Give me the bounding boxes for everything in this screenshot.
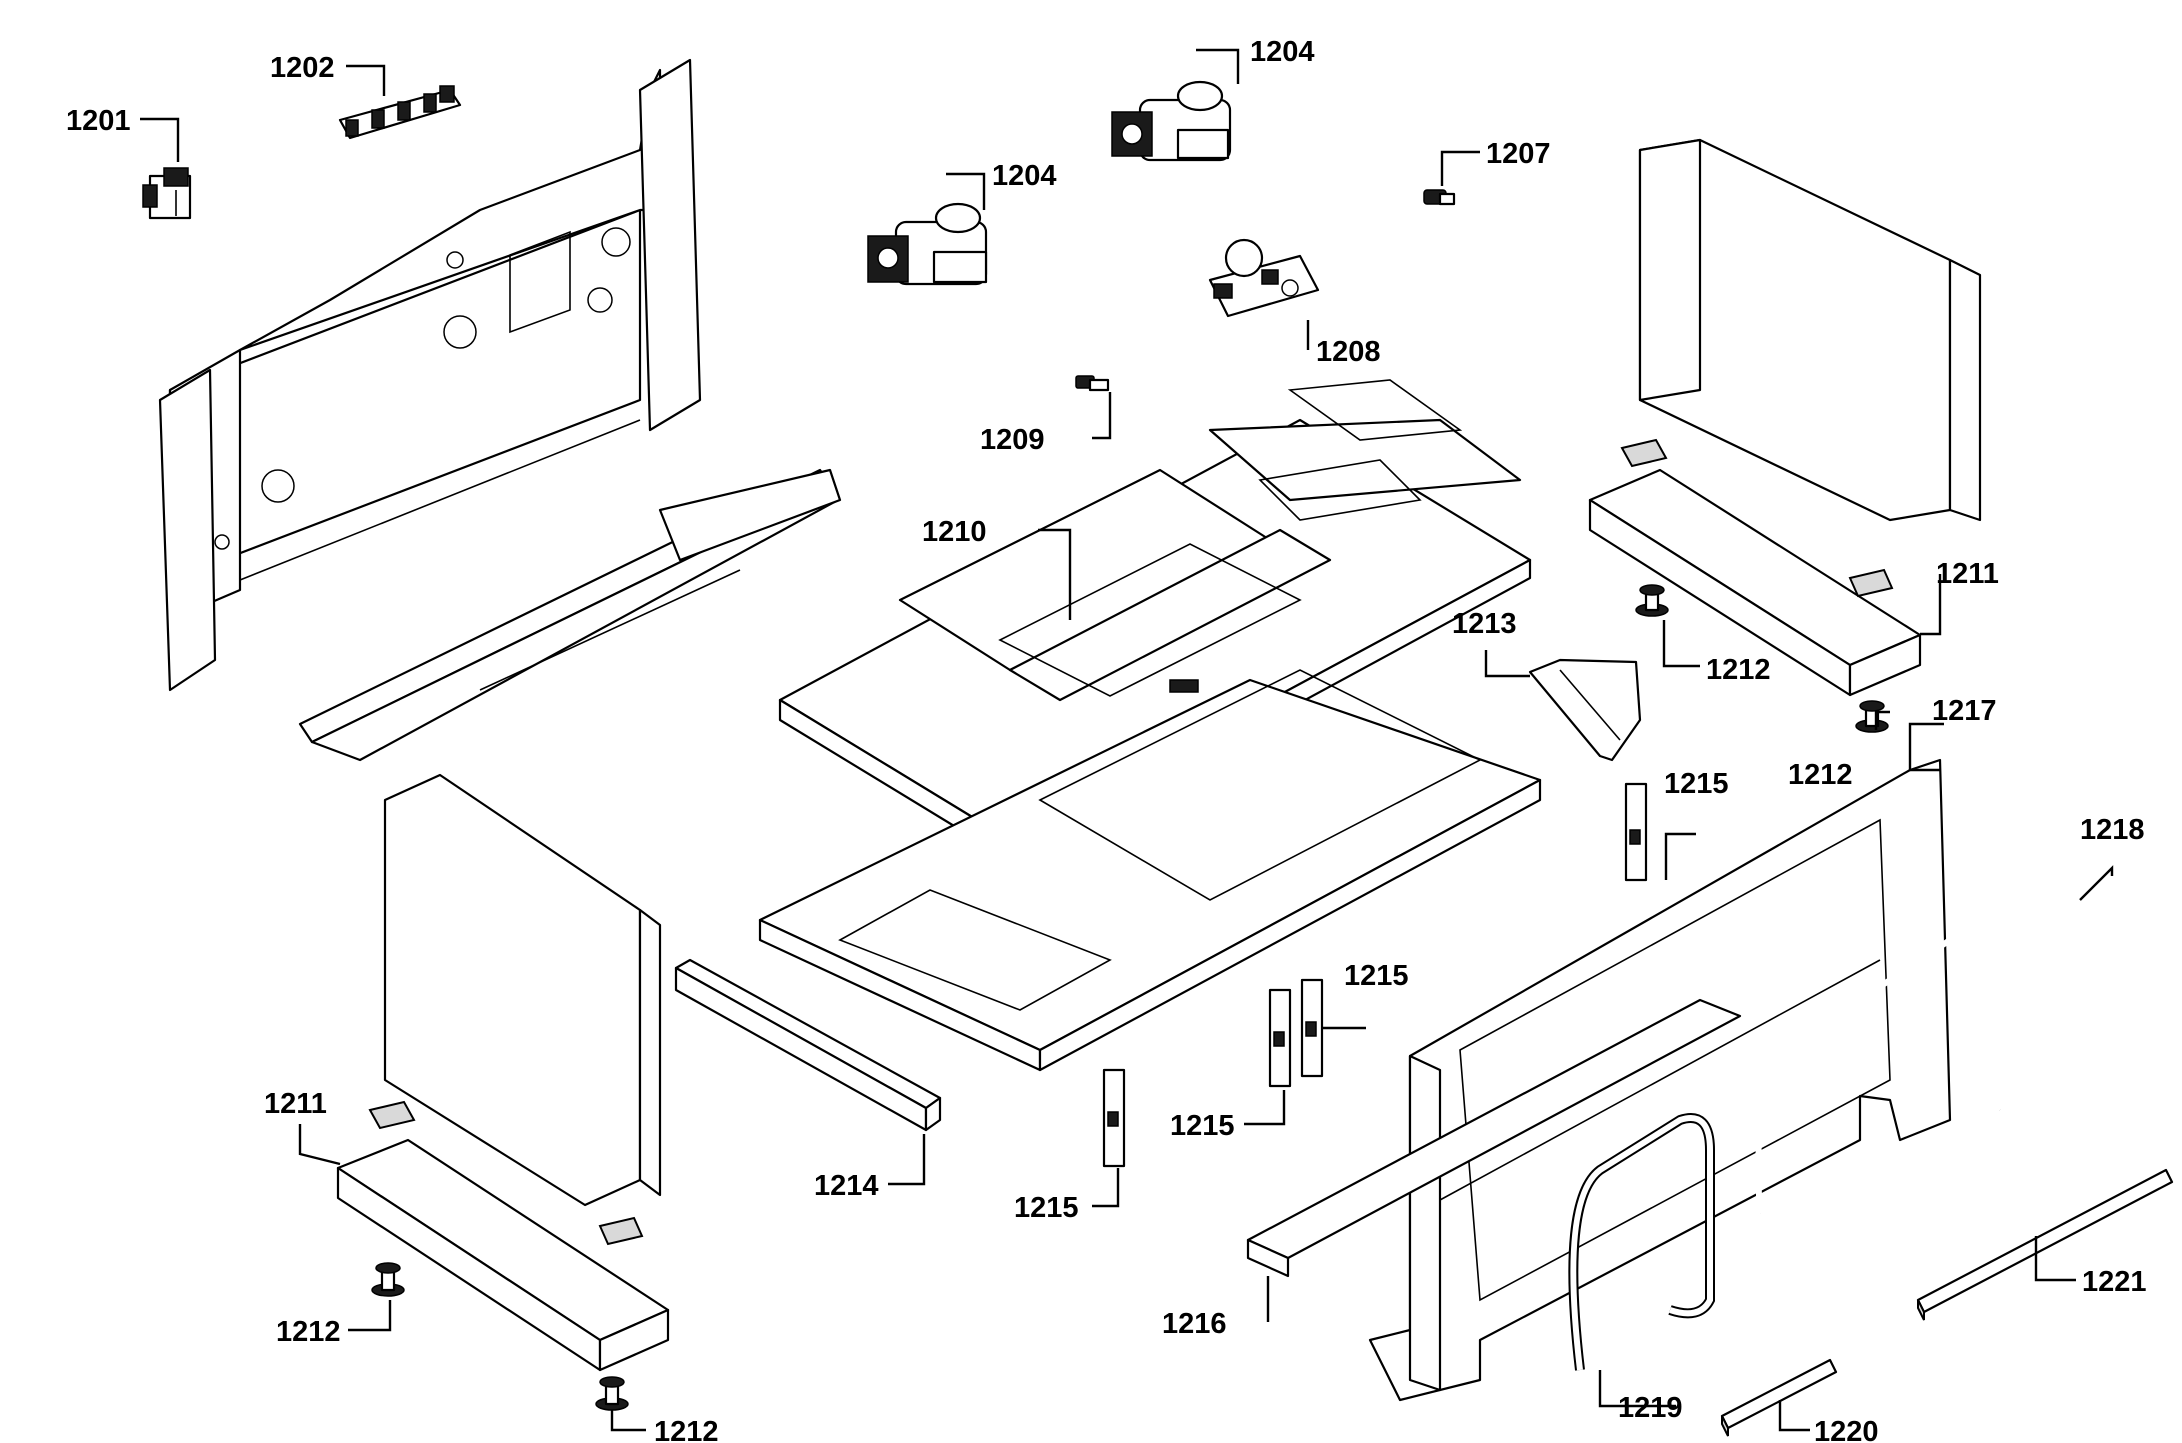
callout-1207: 1207 [1486, 138, 1551, 170]
callout-1219: 1219 [1618, 1392, 1683, 1424]
part-1215-bracket-1 [1624, 782, 1648, 882]
part-1220-rail [1720, 1358, 1838, 1437]
callout-1215-d: 1215 [1014, 1192, 1079, 1224]
callout-1202: 1202 [270, 52, 335, 84]
callout-1211-right: 1211 [1936, 558, 1999, 590]
callout-1204-upper: 1204 [1250, 36, 1315, 68]
base-floor-panel [758, 669, 1542, 1072]
callout-1215-a: 1215 [1664, 768, 1729, 800]
callout-1211-left: 1211 [264, 1088, 327, 1120]
part-1216-lower-channel [1246, 998, 1742, 1278]
callout-1221: 1221 [2082, 1266, 2147, 1298]
part-1218-handle [1755, 875, 2083, 1215]
part-1211-base-channel-left [336, 1100, 670, 1372]
part-1214-front-trim [674, 958, 942, 1132]
part-1201-switch [142, 167, 192, 220]
left-side-panel [383, 773, 662, 1207]
callout-1204-lower: 1204 [992, 160, 1057, 192]
part-1209-connector [1075, 375, 1110, 392]
callout-1212-d: 1212 [654, 1416, 719, 1443]
part-1212-leveling-foot-3 [371, 1262, 405, 1297]
part-1204-motor-upper [1111, 80, 1232, 162]
callout-1215-c: 1215 [1170, 1110, 1235, 1142]
callout-1212-c: 1212 [276, 1316, 341, 1348]
part-1221-rail [1916, 1168, 2174, 1321]
part-1211-base-channel-right [1588, 438, 1922, 697]
part-1215-bracket-2 [1268, 988, 1292, 1088]
part-1208-timer-module [1208, 238, 1320, 318]
part-1212-leveling-foot-1 [1635, 584, 1669, 617]
callout-1210: 1210 [922, 516, 987, 548]
callout-1212-b: 1212 [1788, 759, 1853, 791]
rear-back-panel [158, 58, 702, 692]
part-1212-leveling-foot-4 [595, 1376, 629, 1411]
callout-1218: 1218 [2080, 814, 2145, 846]
callout-1216: 1216 [1162, 1308, 1227, 1340]
part-1217-front-frame [1368, 758, 1952, 1402]
part-1204-motor-lower [867, 202, 988, 286]
callout-1214: 1214 [814, 1170, 879, 1202]
part-1219-handle [1568, 1113, 1715, 1371]
right-side-panel [1638, 138, 1982, 522]
callout-1213: 1213 [1452, 608, 1517, 640]
callout-1217: 1217 [1932, 695, 1997, 727]
part-1215-bracket-3 [1300, 978, 1324, 1078]
part-1213-bracket [1528, 658, 1642, 762]
callout-1220: 1220 [1814, 1416, 1879, 1443]
callout-1208: 1208 [1316, 336, 1381, 368]
callout-labels: 1201 1202 1204 1204 1207 1208 1209 1210 … [66, 36, 2147, 1443]
part-1212-leveling-foot-2 [1855, 700, 1889, 733]
part-1215-bracket-4 [1102, 1068, 1126, 1168]
lower-rear-channel [298, 468, 842, 762]
callout-1209: 1209 [980, 424, 1045, 456]
leader-lines [140, 48, 2114, 1432]
callout-1215-b: 1215 [1344, 960, 1409, 992]
callout-1201: 1201 [66, 105, 131, 137]
part-1207-sensor [1423, 189, 1456, 206]
part-1202-terminal-block [338, 85, 462, 140]
callout-1212-a: 1212 [1706, 654, 1771, 686]
